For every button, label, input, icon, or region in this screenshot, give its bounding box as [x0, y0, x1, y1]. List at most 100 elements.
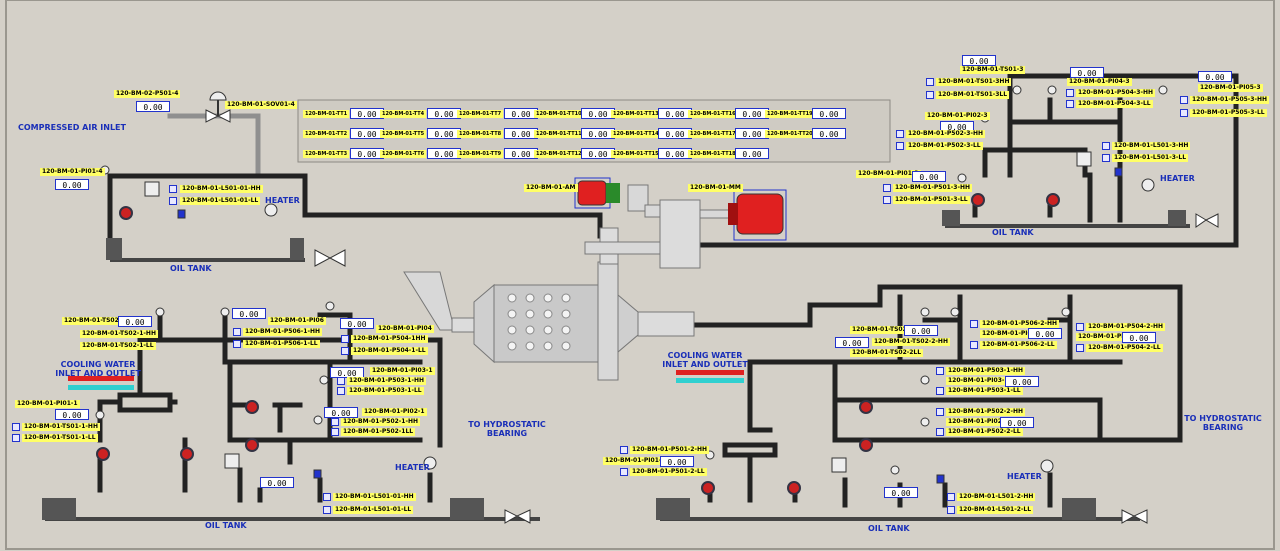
tt-value[interactable]: 0.00: [427, 148, 461, 159]
tag-p502-3hh: 120-BM-01-P502-3-HH: [906, 130, 986, 138]
chk-l501-2ll[interactable]: [947, 506, 955, 514]
main-motor[interactable]: [728, 189, 787, 241]
chk-l501-hh[interactable]: [169, 185, 177, 193]
chk-ts01-3ll[interactable]: [926, 91, 934, 99]
tt-value[interactable]: 0.00: [427, 128, 461, 139]
val-ts02-1[interactable]: 0.00: [118, 316, 152, 327]
val-pi06[interactable]: 0.00: [232, 308, 266, 319]
tag-pi01-3: 120-BM-01-PI01-3: [856, 170, 921, 178]
tt-tag: 120-BM-01-TT3: [303, 150, 350, 158]
val-tt-rr[interactable]: 0.00: [884, 487, 918, 498]
chk-p502-2hh[interactable]: [936, 408, 944, 416]
tag-p502-1hh: 120-BM-01-P502-1-HH: [341, 418, 421, 426]
chk-p503-1ll-r[interactable]: [936, 387, 944, 395]
tt-tag: 120-BM-01-TT9: [457, 150, 504, 158]
tt-tag: 120-BM-01-TT14: [611, 130, 661, 138]
tt-value[interactable]: 0.00: [504, 128, 538, 139]
chk-p501-3ll[interactable]: [883, 196, 891, 204]
chk-p504-3hh[interactable]: [1066, 89, 1074, 97]
oil-tank-label-3: OIL TANK: [205, 521, 247, 530]
chk-p502-3ll[interactable]: [896, 142, 904, 150]
aux-motor[interactable]: [574, 177, 620, 209]
chk-p501-3hh[interactable]: [883, 184, 891, 192]
tt-value[interactable]: 0.00: [427, 108, 461, 119]
val-ts02-2[interactable]: 0.00: [904, 325, 938, 336]
chk-l501-ll[interactable]: [169, 197, 177, 205]
chk-p502-1ll[interactable]: [331, 428, 339, 436]
chk-p506-2hh[interactable]: [970, 320, 978, 328]
chk-p506-1hh[interactable]: [233, 328, 241, 336]
tt-value[interactable]: 0.00: [581, 128, 615, 139]
val-pi03-1-r[interactable]: 0.00: [1005, 376, 1039, 387]
chk-p504-1hh[interactable]: [341, 335, 349, 343]
oil-tank-label-4: OIL TANK: [868, 524, 910, 533]
heater-label-4: HEATER: [1007, 472, 1042, 481]
chk-ts01-3hh[interactable]: [926, 78, 934, 86]
chk-p503-1ll[interactable]: [337, 387, 345, 395]
val-pi05-3[interactable]: 0.00: [1198, 71, 1232, 82]
chk-l501-01hh[interactable]: [323, 493, 331, 501]
tt-value[interactable]: 0.00: [735, 128, 769, 139]
tt-value[interactable]: 0.00: [735, 108, 769, 119]
val-pi02-1[interactable]: 0.00: [324, 407, 358, 418]
tt-value[interactable]: 0.00: [350, 148, 384, 159]
tt-value[interactable]: 0.00: [350, 128, 384, 139]
chk-ts01-1hh[interactable]: [12, 423, 20, 431]
tag-am: 120-BM-01-AM: [524, 184, 578, 192]
val-pi01-4[interactable]: 0.00: [55, 179, 89, 190]
val-pi02-2[interactable]: 0.00: [1000, 417, 1034, 428]
tag-p501-4: 120-BM-02-P501-4: [114, 90, 181, 98]
tt-value[interactable]: 0.00: [504, 148, 538, 159]
chk-p504-1ll[interactable]: [341, 347, 349, 355]
tag-p505-3ll: 120-BM-01-P505-3-LL: [1190, 109, 1267, 117]
chk-p506-2ll[interactable]: [970, 341, 978, 349]
val-pi06-2[interactable]: 0.00: [1028, 328, 1062, 339]
tag-l501-3ll: 120-BM-01-L501-3-LL: [1112, 154, 1189, 162]
chk-p502-3hh[interactable]: [896, 130, 904, 138]
tt-value[interactable]: 0.00: [658, 148, 692, 159]
tt-value[interactable]: 0.00: [658, 108, 692, 119]
tt-value[interactable]: 0.00: [581, 108, 615, 119]
val-pi01-2[interactable]: 0.00: [660, 456, 694, 467]
chk-p504-3ll[interactable]: [1066, 100, 1074, 108]
chk-p503-1hh-r[interactable]: [936, 367, 944, 375]
chk-p504-2hh[interactable]: [1076, 323, 1084, 331]
tt-value[interactable]: 0.00: [812, 108, 846, 119]
tt-value[interactable]: 0.00: [581, 148, 615, 159]
chk-p505-3ll[interactable]: [1180, 109, 1188, 117]
chk-ts01-1ll[interactable]: [12, 434, 20, 442]
tag-p504-3hh: 120-BM-01-P504-3-HH: [1076, 89, 1156, 97]
val-p501-4[interactable]: 0.00: [136, 101, 170, 112]
val-pi04-3[interactable]: 0.00: [1070, 67, 1104, 78]
chk-p502-2ll[interactable]: [936, 428, 944, 436]
chk-p503-1hh[interactable]: [337, 377, 345, 385]
tag-p501-2ll: 120-BM-01-P501-2-LL: [630, 468, 707, 476]
tt-value[interactable]: 0.00: [658, 128, 692, 139]
tt-value[interactable]: 0.00: [735, 148, 769, 159]
val-ts02-2b[interactable]: 0.00: [835, 337, 869, 348]
chk-l501-01ll[interactable]: [323, 506, 331, 514]
chk-l501-2hh[interactable]: [947, 493, 955, 501]
tag-pi01-2: 120-BM-01-PI01-2: [603, 457, 668, 465]
chk-p505-3hh[interactable]: [1180, 96, 1188, 104]
tag-ts01-3ll: 120-BM-01-TS01-3LL: [936, 91, 1010, 99]
tag-p501-3hh: 120-BM-01-P501-3-HH: [893, 184, 973, 192]
tag-pi06-2: 120-BM-01-PI06-2: [980, 330, 1045, 338]
chk-l501-3ll[interactable]: [1102, 154, 1110, 162]
chk-l501-3hh[interactable]: [1102, 142, 1110, 150]
chk-p501-2hh[interactable]: [620, 446, 628, 454]
heater-label-3: HEATER: [395, 463, 430, 472]
chk-p501-2ll[interactable]: [620, 468, 628, 476]
tt-value[interactable]: 0.00: [504, 108, 538, 119]
tt-value[interactable]: 0.00: [350, 108, 384, 119]
chk-p504-2ll[interactable]: [1076, 344, 1084, 352]
val-pi04-2[interactable]: 0.00: [1122, 332, 1156, 343]
chk-p506-1ll[interactable]: [233, 340, 241, 348]
chk-p502-1hh[interactable]: [331, 418, 339, 426]
val-tt-ll[interactable]: 0.00: [260, 477, 294, 488]
val-pi01-1[interactable]: 0.00: [55, 409, 89, 420]
val-pi01-3[interactable]: 0.00: [912, 171, 946, 182]
val-pi04[interactable]: 0.00: [340, 318, 374, 329]
tt-value[interactable]: 0.00: [812, 128, 846, 139]
val-ts01-3[interactable]: 0.00: [962, 55, 996, 66]
